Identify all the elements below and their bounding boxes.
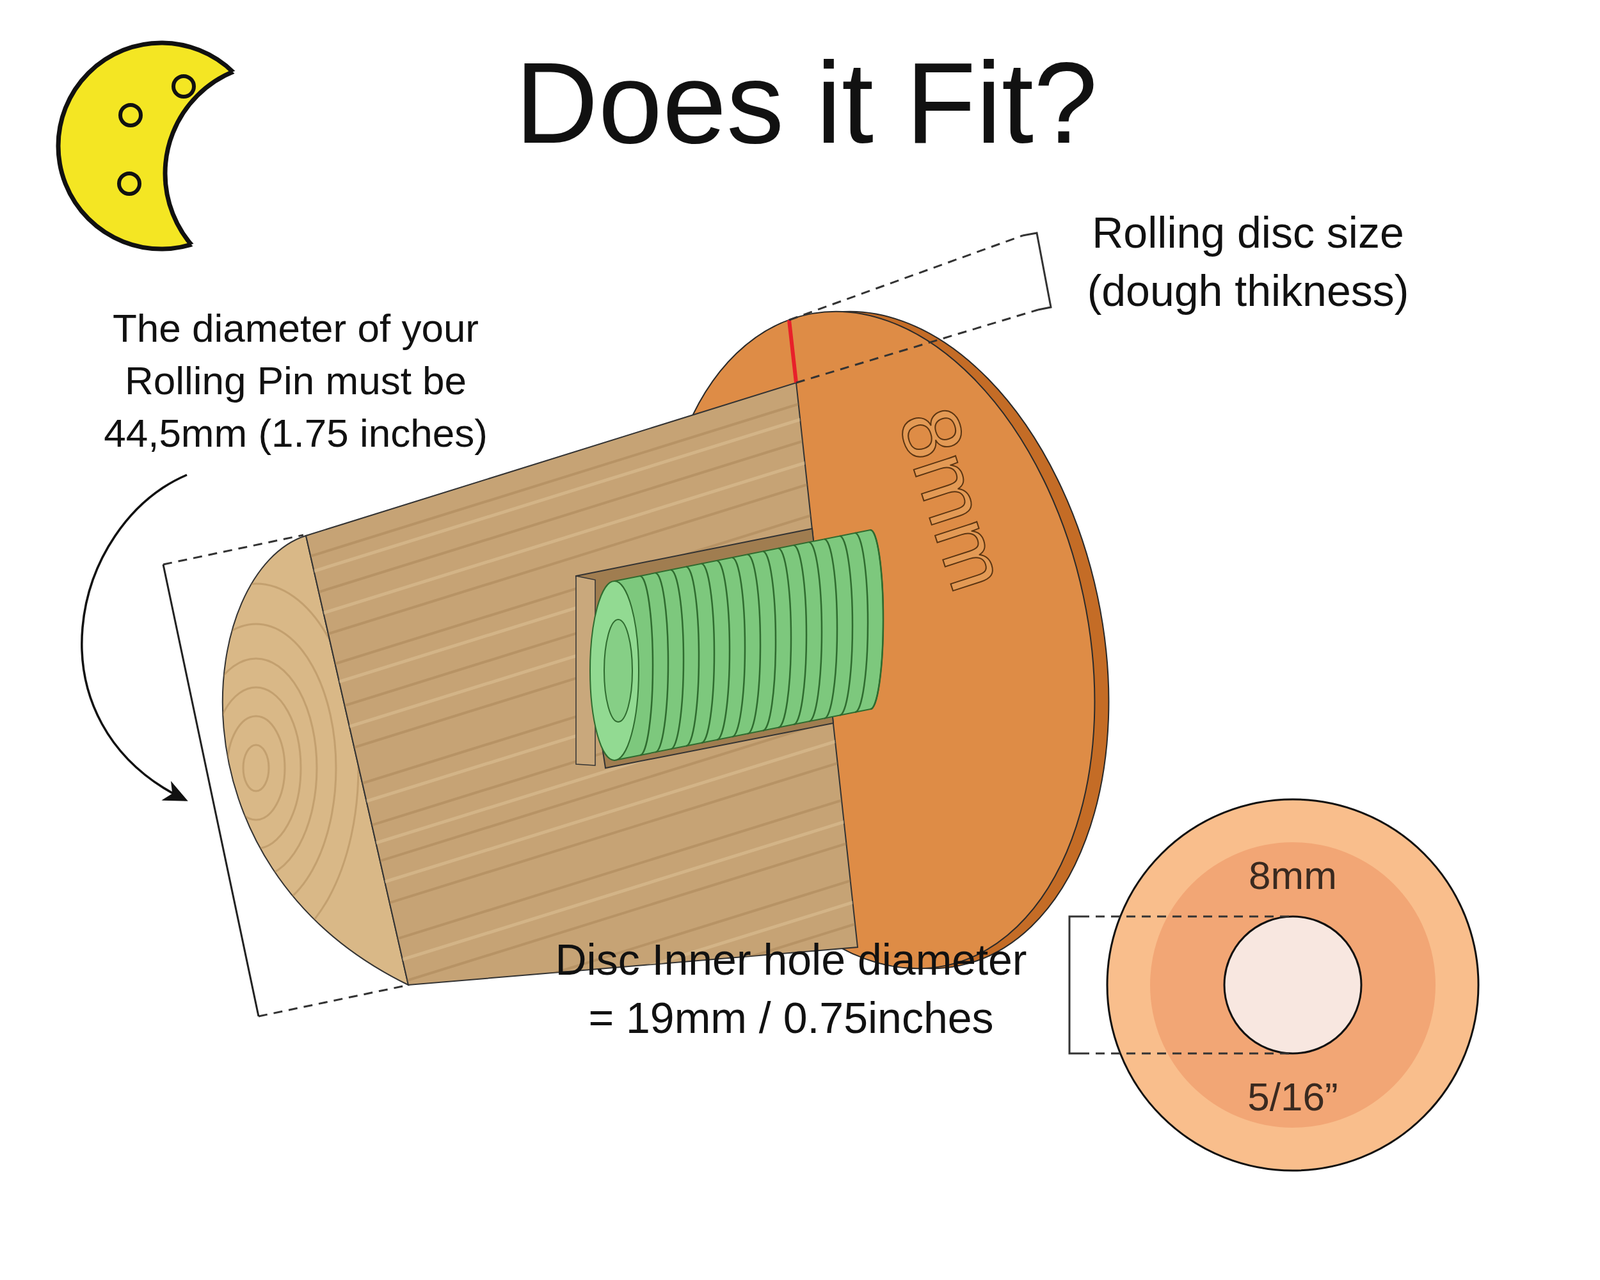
thickness-marker [789, 320, 797, 383]
disc-ring [1150, 842, 1436, 1128]
dimension-dash [1080, 915, 1293, 918]
ring-label: 5/16” [1247, 1077, 1338, 1117]
dimension-bracket [1069, 916, 1081, 1054]
note-label: The diameter of your Rolling Pin must be… [78, 302, 514, 460]
moon-hole [119, 173, 140, 194]
wood-grain-light [288, 389, 896, 1165]
pointer-arrow [81, 474, 187, 800]
threaded-rod [614, 529, 884, 761]
dimension-label: Rolling disc size (dough thikness) [1075, 203, 1421, 320]
disc-face [1107, 799, 1479, 1171]
dimension-dash [1080, 1052, 1293, 1055]
rod-threads [640, 529, 884, 756]
engraved-label: 8mm [885, 398, 1023, 601]
dimension-label: Disc Inner hole diameter = 19mm / 0.75in… [545, 930, 1037, 1048]
dimension-dash [796, 309, 1039, 383]
wood-rings [153, 583, 359, 953]
dimension-line [163, 564, 259, 1017]
moon-bite-outline [165, 63, 386, 284]
moon-hole [120, 104, 141, 126]
dimension-dash [258, 985, 406, 1017]
disc-hole [1224, 916, 1362, 1054]
title: Does it Fit? [422, 45, 1191, 161]
moon-hole [173, 76, 194, 97]
wood-grain [288, 373, 896, 1184]
dimension-dash [163, 535, 304, 565]
dimension-dash [789, 235, 1023, 320]
dimension-bracket [1022, 232, 1051, 310]
rod-end-ring [604, 619, 633, 722]
ring-label: 8mm [1248, 855, 1337, 896]
rod-end [590, 581, 639, 761]
